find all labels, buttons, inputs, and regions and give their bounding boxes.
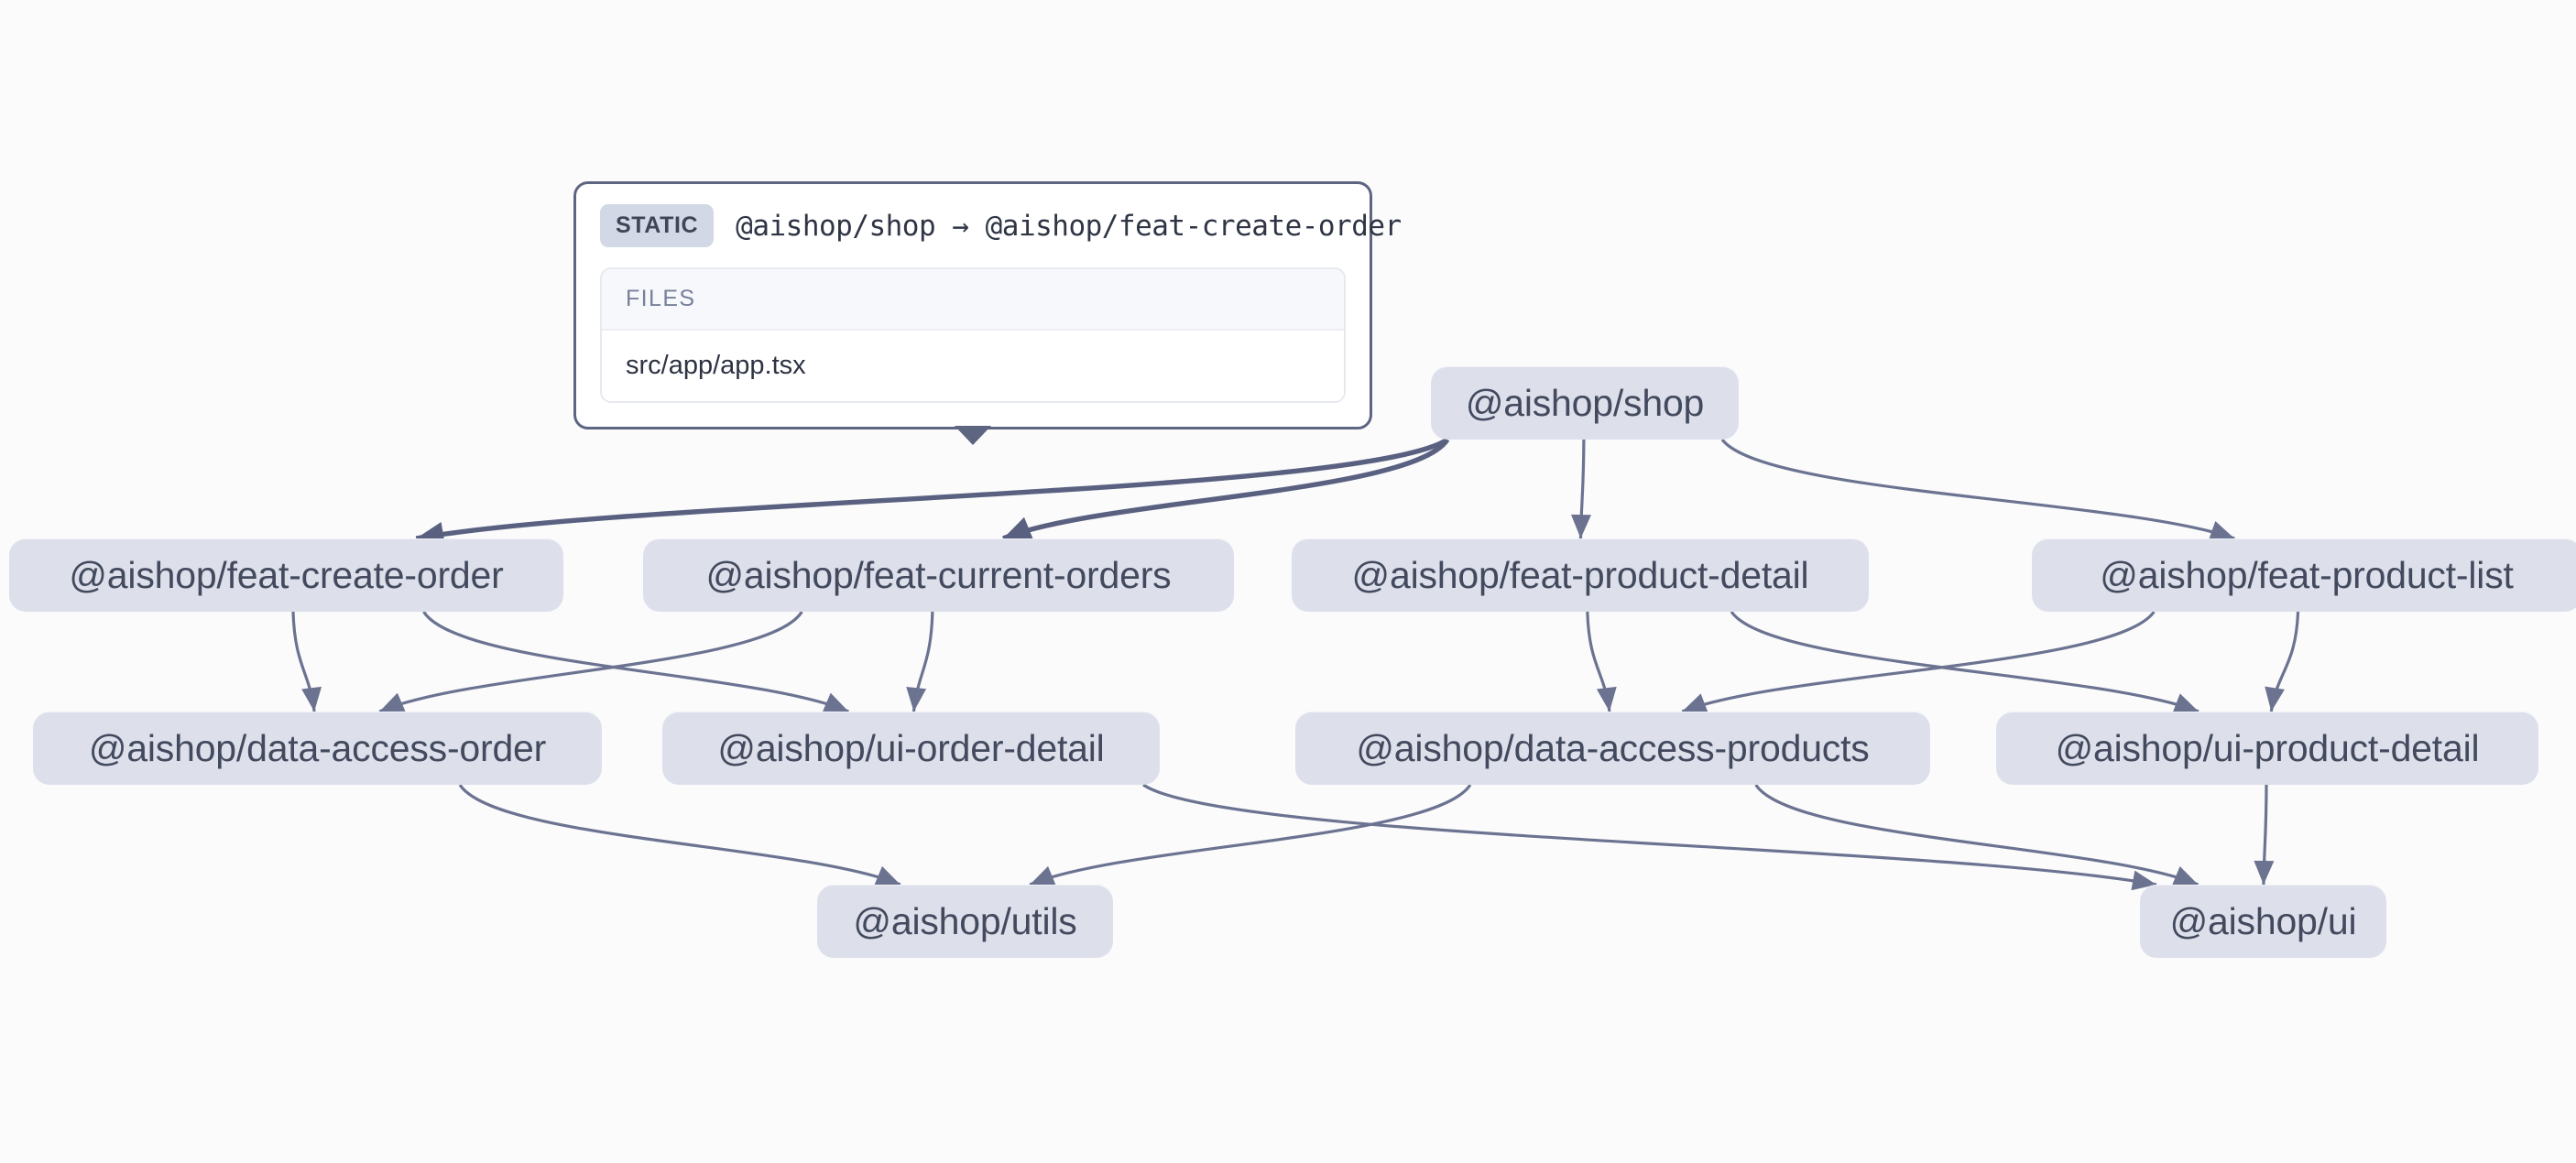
graph-node-label: @aishop/feat-product-detail [1351,553,1809,596]
graph-edge-arrowhead [1596,686,1617,712]
graph-edge-ui-product-detail-to-ui[interactable] [2254,784,2275,886]
tooltip-edge-title: @aishop/shop → @aishop/feat-create-order [736,209,1402,243]
graph-node-label: @aishop/data-access-products [1356,726,1870,769]
graph-node-label: @aishop/data-access-order [88,726,547,769]
graph-edge-feat-current-orders-to-data-access-order[interactable] [378,611,803,713]
graph-edge-shop-to-feat-create-order[interactable] [415,437,1449,546]
tooltip-files-panel: FILES src/app/app.tsx [600,267,1346,403]
graph-edge-arrowhead [2172,693,2199,712]
graph-edge-arrowhead [301,686,322,712]
graph-edge-feat-product-detail-to-data-access-products[interactable] [1586,611,1617,712]
graph-node-ui-product-detail[interactable]: @aishop/ui-product-detail [1996,712,2538,785]
graph-node-label: @aishop/ui [2169,899,2357,942]
graph-edge-data-access-order-to-utils[interactable] [458,784,901,886]
edge-detail-tooltip[interactable]: STATIC @aishop/shop → @aishop/feat-creat… [573,181,1402,445]
tooltip-type-badge: STATIC [600,204,715,247]
graph-edge-arrowhead [2254,860,2275,885]
graph-edge-feat-create-order-to-ui-order-detail[interactable] [422,611,849,713]
graph-edge-arrowhead [1030,865,1056,886]
graph-edge-shop-to-feat-current-orders[interactable] [1002,438,1450,541]
graph-edge-feat-product-detail-to-ui-product-detail[interactable] [1730,611,2199,713]
graph-edge-shop-to-feat-product-detail[interactable] [1570,439,1591,539]
graph-node-data-access-products[interactable]: @aishop/data-access-products [1295,712,1930,785]
graph-edge-arrowhead [1682,693,1708,712]
graph-edge-arrowhead [1003,516,1033,539]
graph-node-label: @aishop/feat-current-orders [705,553,1172,596]
graph-edge-arrowhead [2172,865,2199,886]
graph-node-ui[interactable]: @aishop/ui [2140,885,2386,958]
tooltip-files-header: FILES [602,269,1344,331]
graph-node-ui-order-detail[interactable]: @aishop/ui-order-detail [662,712,1160,785]
graph-edge-feat-current-orders-to-ui-order-detail[interactable] [906,611,934,712]
graph-edge-arrowhead [823,692,849,712]
tooltip-header: STATIC @aishop/shop → @aishop/feat-creat… [600,204,1402,247]
graph-node-utils[interactable]: @aishop/utils [817,885,1113,958]
graph-node-feat-product-detail[interactable]: @aishop/feat-product-detail [1292,538,1869,612]
graph-edge-arrowhead [2265,686,2285,712]
graph-node-label: @aishop/ui-product-detail [2055,726,2480,769]
tooltip-files-list: src/app/app.tsx [602,331,1344,401]
graph-edge-data-access-products-to-utils[interactable] [1029,784,1472,886]
graph-edge-arrowhead [379,692,406,712]
graph-edge-shop-to-feat-product-list[interactable] [1720,439,2235,540]
graph-node-label: @aishop/utils [853,899,1077,942]
graph-node-data-access-order[interactable]: @aishop/data-access-order [33,712,602,785]
graph-node-shop[interactable]: @aishop/shop [1431,366,1739,440]
graph-edge-feat-product-list-to-data-access-products[interactable] [1681,611,2156,713]
graph-edge-arrowhead [1570,514,1591,538]
graph-node-label: @aishop/feat-create-order [69,553,504,596]
graph-edge-feat-product-list-to-ui-product-detail[interactable] [2265,611,2300,712]
graph-edge-feat-create-order-to-data-access-order[interactable] [291,611,322,712]
graph-edge-arrowhead [2209,521,2235,540]
graph-edge-arrowhead [874,865,901,886]
graph-node-label: @aishop/feat-product-list [2100,553,2514,596]
graph-node-feat-create-order[interactable]: @aishop/feat-create-order [9,538,563,612]
graph-edge-data-access-products-to-ui[interactable] [1754,784,2199,886]
graph-edge-ui-order-detail-to-ui[interactable] [1142,783,2157,891]
graph-node-feat-product-list[interactable]: @aishop/feat-product-list [2032,538,2576,612]
graph-node-feat-current-orders[interactable]: @aishop/feat-current-orders [643,538,1234,612]
tooltip-pointer-triangle [955,426,991,445]
tooltip-file-row[interactable]: src/app/app.tsx [602,331,1344,401]
graph-node-label: @aishop/shop [1465,381,1705,424]
graph-edge-arrowhead [906,687,927,712]
graph-node-label: @aishop/ui-order-detail [717,726,1105,769]
